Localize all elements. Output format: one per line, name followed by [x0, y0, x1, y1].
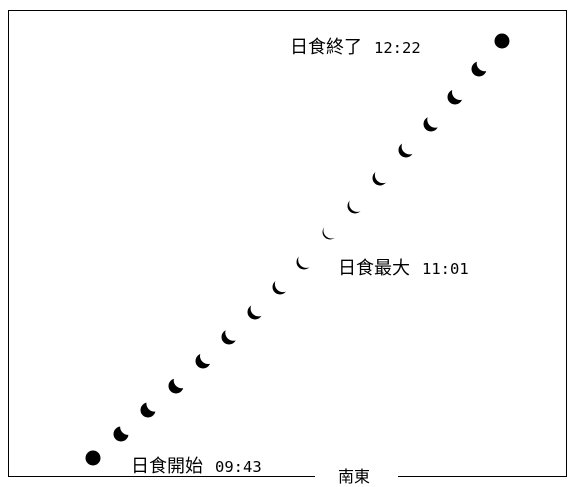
horizon-line-left: [8, 476, 315, 477]
eclipse-end-label: 日食終了 12:22: [290, 33, 421, 59]
eclipse-start-name: 日食開始: [131, 456, 203, 477]
eclipse-max-label: 日食最大 11:01: [338, 254, 469, 280]
eclipse-start-label: 日食開始 09:43: [131, 452, 262, 478]
sun-phase-14: [423, 111, 444, 132]
sun-phase-15: [447, 83, 469, 105]
sun-phase-9: [296, 251, 315, 270]
sun-phase-4: [168, 372, 190, 394]
sun-phase-10: [322, 222, 340, 240]
sun-phase-16: [471, 55, 493, 77]
sun-phase-5: [195, 347, 217, 369]
sun-phase-11: [347, 195, 366, 214]
eclipse-max-name: 日食最大: [338, 258, 410, 279]
sun-phase-13: [398, 138, 418, 158]
sun-phase-1: [85, 450, 101, 466]
sun-phase-17: [494, 33, 510, 49]
eclipse-end-name: 日食終了: [290, 37, 362, 58]
horizon-line-right: [398, 476, 567, 477]
sun-phase-2: [113, 418, 137, 442]
diagram-frame: [8, 10, 567, 477]
sun-phase-8: [272, 275, 292, 295]
direction-label-southeast: 南東: [336, 463, 373, 487]
eclipse-start-time: 09:43: [215, 458, 262, 476]
eclipse-max-time: 11:01: [422, 260, 469, 278]
sun-phase-3: [140, 395, 163, 418]
sun-phase-12: [372, 166, 392, 186]
eclipse-end-time: 12:22: [374, 39, 421, 57]
sun-phase-7: [247, 300, 267, 320]
sun-phase-6: [221, 324, 242, 345]
